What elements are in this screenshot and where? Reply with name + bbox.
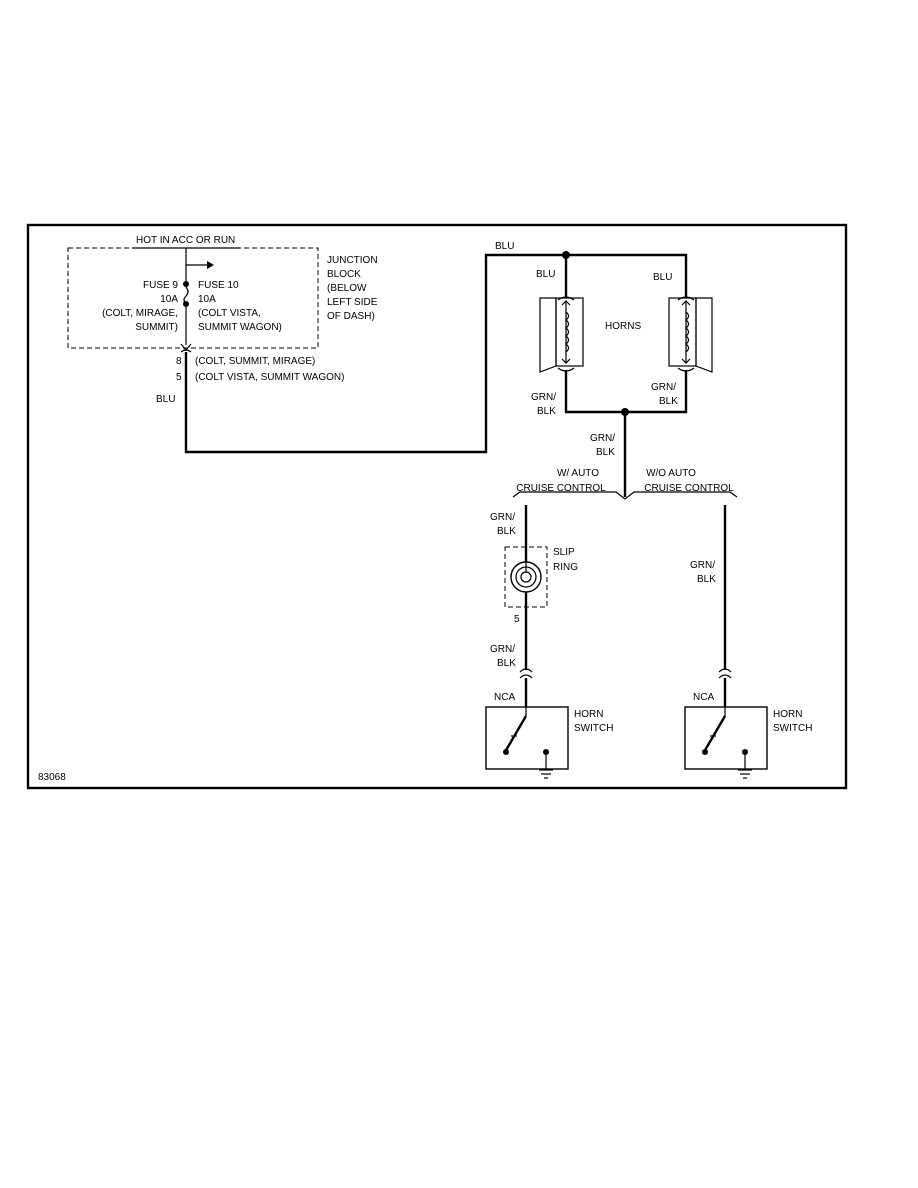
with-cruise-label: W/ AUTO CRUISE CONTROL: [516, 468, 606, 494]
svg-text:(COLT VISTA,: (COLT VISTA,: [198, 308, 261, 319]
svg-text:GRN/: GRN/: [531, 392, 556, 403]
nca-right-label: NCA: [693, 692, 714, 703]
svg-text:GRN/: GRN/: [690, 560, 715, 571]
grn-blk-common-label: GRN/ BLK: [590, 433, 615, 458]
blu-feed-wire: [184, 253, 688, 454]
right-horn: [668, 296, 713, 373]
svg-text:W/ AUTO: W/ AUTO: [557, 468, 599, 479]
svg-text:RING: RING: [553, 562, 578, 573]
grn-blk-cruise-upper-label: GRN/ BLK: [490, 512, 516, 537]
fuse-9-label: FUSE 9 10A (COLT, MIRAGE, SUMMIT): [102, 280, 178, 333]
svg-text:GRN/: GRN/: [490, 644, 515, 655]
diagram-frame: [26, 223, 848, 790]
figure-id: 83068: [38, 772, 66, 783]
hot-label: HOT IN ACC OR RUN: [136, 235, 235, 246]
slip-ring-pin: 5: [514, 614, 520, 625]
grn-blk-cruise-lower-label: GRN/ BLK: [490, 644, 516, 669]
junction-block: [67, 247, 319, 353]
junction-block-label: JUNCTION BLOCK (BELOW LEFT SIDE OF DASH): [327, 255, 378, 322]
slip-ring: [504, 546, 548, 608]
horn-switch-right-label: HORN SWITCH: [773, 709, 812, 734]
svg-text:FUSE 10: FUSE 10: [198, 280, 239, 291]
grn-blk-left-horn-label: GRN/ BLK: [531, 392, 556, 417]
svg-text:GRN/: GRN/: [490, 512, 515, 523]
connector-icon: [718, 668, 732, 673]
svg-text:BLK: BLK: [497, 658, 516, 669]
connector-icon: [519, 668, 533, 673]
svg-text:SWITCH: SWITCH: [574, 723, 613, 734]
svg-text:GRN/: GRN/: [651, 382, 676, 393]
svg-text:BLK: BLK: [537, 406, 556, 417]
svg-text:HORN: HORN: [574, 709, 603, 720]
horn-icon: [539, 297, 557, 373]
blu-left-horn-label: BLU: [536, 269, 555, 280]
horn-switch-left-label: HORN SWITCH: [574, 709, 613, 734]
slip-ring-label: SLIP RING: [553, 547, 578, 573]
grn-blk-right-horn-label: GRN/ BLK: [651, 382, 678, 407]
blu-feed-label: BLU: [156, 394, 175, 405]
switch-contact-icon: [702, 715, 727, 753]
junction-block-outline: [67, 247, 319, 349]
svg-text:(COLT VISTA, SUMMIT WAGON): (COLT VISTA, SUMMIT WAGON): [195, 372, 344, 383]
svg-text:LEFT SIDE: LEFT SIDE: [327, 297, 378, 308]
svg-text:(COLT, MIRAGE,: (COLT, MIRAGE,: [102, 308, 178, 319]
branch-bracket: [512, 491, 738, 500]
svg-text:BLK: BLK: [596, 447, 615, 458]
svg-text:JUNCTION: JUNCTION: [327, 255, 378, 266]
fuse-terminal-bottom: [183, 301, 189, 307]
horns-label: HORNS: [605, 321, 641, 332]
svg-text:10A: 10A: [160, 294, 178, 305]
svg-text:GRN/: GRN/: [590, 433, 615, 444]
without-cruise-label: W/O AUTO CRUISE CONTROL: [644, 468, 734, 494]
nca-left-label: NCA: [494, 692, 515, 703]
horn-icon: [695, 297, 713, 373]
svg-text:BLOCK: BLOCK: [327, 269, 361, 280]
blu-right-horn-label: BLU: [653, 272, 672, 283]
svg-text:10A: 10A: [198, 294, 216, 305]
fuse-icon: [183, 286, 189, 304]
svg-text:SUMMIT): SUMMIT): [135, 322, 178, 333]
svg-text:CRUISE CONTROL: CRUISE CONTROL: [516, 483, 606, 494]
svg-text:(COLT, SUMMIT, MIRAGE): (COLT, SUMMIT, MIRAGE): [195, 356, 315, 367]
fuse-10-label: FUSE 10 10A (COLT VISTA, SUMMIT WAGON): [198, 280, 282, 333]
svg-text:BLK: BLK: [659, 396, 678, 407]
grn-blk-no-cruise-label: GRN/ BLK: [690, 560, 716, 585]
svg-text:8: 8: [176, 356, 182, 367]
svg-text:5: 5: [176, 372, 182, 383]
svg-text:OF DASH): OF DASH): [327, 311, 375, 322]
svg-text:SWITCH: SWITCH: [773, 723, 812, 734]
svg-text:SLIP: SLIP: [553, 547, 575, 558]
switch-contact-icon: [503, 715, 528, 753]
svg-text:W/O AUTO: W/O AUTO: [646, 468, 696, 479]
blu-top-label: BLU: [495, 241, 514, 252]
horn-switch-left: [485, 706, 569, 779]
svg-text:(BELOW: (BELOW: [327, 283, 367, 294]
svg-text:FUSE 9: FUSE 9: [143, 280, 178, 291]
svg-text:BLK: BLK: [697, 574, 716, 585]
pin-labels: 8 (COLT, SUMMIT, MIRAGE) 5 (COLT VISTA, …: [176, 356, 344, 383]
svg-text:BLK: BLK: [497, 526, 516, 537]
ground-icon: [738, 769, 752, 779]
fuse-terminal-top: [183, 281, 189, 287]
horn-switch-right: [684, 706, 768, 779]
arrow-icon: [207, 261, 214, 269]
svg-text:SUMMIT WAGON): SUMMIT WAGON): [198, 322, 282, 333]
svg-text:CRUISE CONTROL: CRUISE CONTROL: [644, 483, 734, 494]
ground-icon: [539, 769, 553, 779]
svg-text:HORN: HORN: [773, 709, 802, 720]
left-horn: [539, 296, 584, 373]
